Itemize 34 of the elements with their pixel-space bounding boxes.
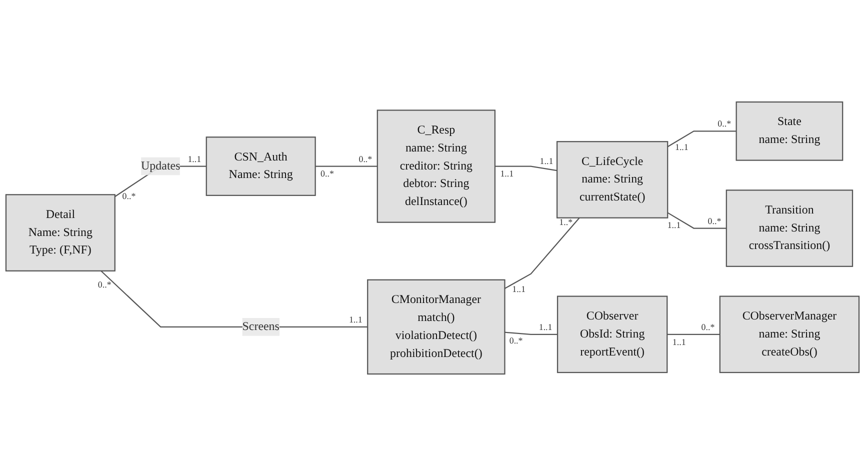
class-box: CSN_Auth Name: String (206, 136, 316, 196)
multiplicity-label: 1..1 (348, 314, 362, 324)
class-box: CObserver ObsId: String reportEvent() (556, 296, 668, 374)
multiplicity-label: 1..1 (672, 336, 686, 347)
multiplicity-label: 1..1 (188, 154, 202, 164)
multiplicity-label: 1..1 (500, 168, 514, 179)
multiplicity-label: 1..1 (512, 284, 526, 294)
class-box: CObserverManager name: String createObs() (719, 296, 860, 374)
multiplicity-label: 0..* (708, 216, 722, 226)
association-line (504, 217, 580, 289)
class-box: State name: String (736, 101, 844, 161)
class-box: C_Resp name: String creditor: String debtor: String delInstance() (376, 110, 496, 223)
association-line (494, 166, 558, 172)
multiplicity-label: 0..* (98, 280, 112, 290)
multiplicity-label: 1..1 (674, 142, 688, 152)
association-line (504, 332, 558, 335)
class-box: Detail Name: String Type: (F,NF) (5, 194, 116, 272)
multiplicity-label: 1..1 (538, 322, 552, 332)
multiplicity-label: 1..* (559, 216, 573, 227)
association-line (667, 130, 736, 148)
class-box: CMonitorManager match() violationDetect() prohibitionDetect() (367, 279, 506, 375)
multiplicity-label: 0..* (701, 322, 715, 332)
multiplicity-label: 0..* (718, 118, 732, 129)
association-line (667, 334, 720, 335)
multiplicity-label: 1..1 (667, 220, 681, 230)
multiplicity-label: 0..* (122, 191, 136, 202)
multiplicity-label: 0..* (320, 168, 334, 179)
multiplicity-label: 1..1 (540, 156, 554, 166)
class-box: Transition name: String crossTransition() (726, 190, 854, 267)
association-line (315, 166, 378, 167)
multiplicity-label: 0..* (358, 154, 372, 164)
association-line (667, 212, 726, 229)
multiplicity-label: 0..* (509, 336, 523, 346)
class-box: C_LifeCycle name: String currentState() (556, 141, 668, 218)
